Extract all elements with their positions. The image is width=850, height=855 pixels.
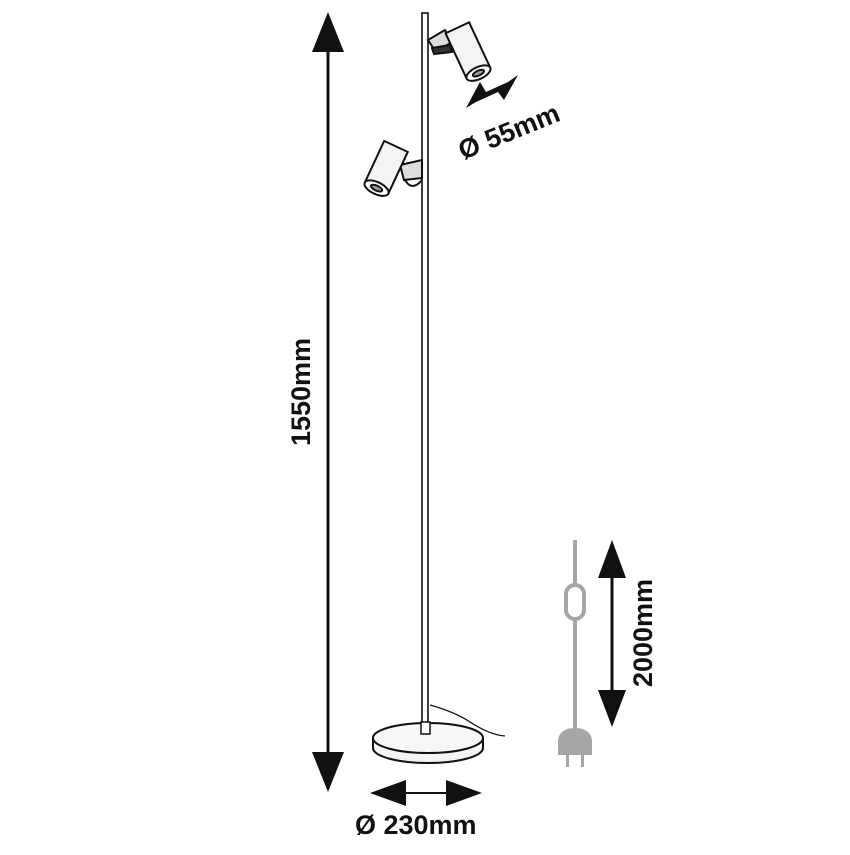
cable-length-label: 2000mm (628, 579, 658, 687)
base-diameter-label: Ø 230mm (355, 810, 477, 840)
head-diameter-label: Ø 55mm (454, 98, 564, 166)
plug-icon (558, 728, 592, 755)
cable-length-arrow (598, 540, 626, 727)
lower-spotlight (363, 139, 423, 197)
height-dimension-arrow (312, 12, 344, 792)
upper-spotlight (426, 20, 492, 82)
head-diameter-arrow (466, 75, 518, 108)
height-label: 1550mm (286, 338, 316, 446)
lamp-base (372, 704, 506, 764)
power-cable (558, 540, 592, 767)
base-diameter-arrow (370, 780, 482, 806)
lamp-pole (421, 12, 429, 734)
inline-switch-icon (564, 583, 586, 621)
